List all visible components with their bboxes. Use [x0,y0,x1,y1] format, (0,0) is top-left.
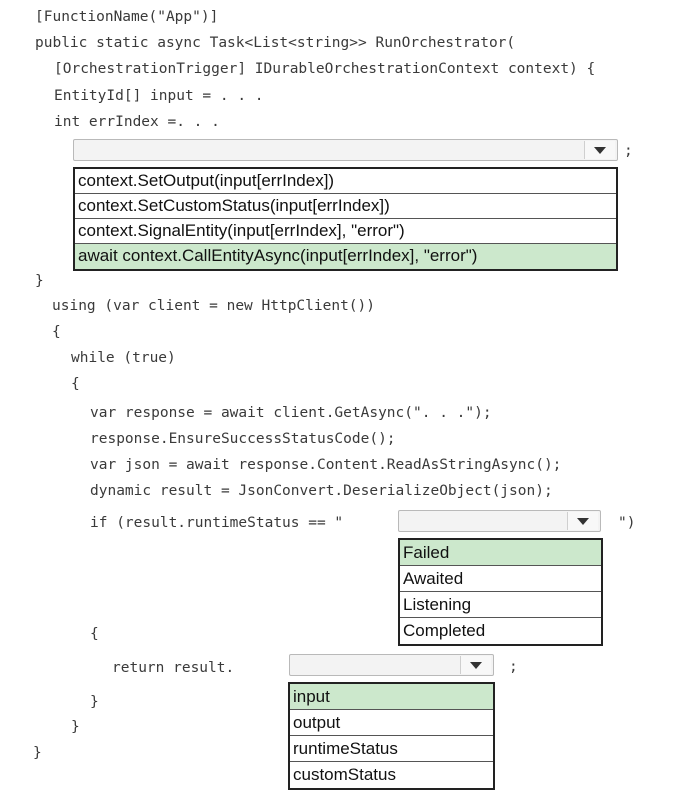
dropdown-toggle[interactable] [567,512,598,530]
code-line: response.EnsureSuccessStatusCode(); [90,431,396,447]
semicolon: ; [624,143,633,159]
code-line: { [90,626,99,642]
code-line: } [71,719,80,735]
statement-options-list: context.SetOutput(input[errIndex]) conte… [73,167,618,271]
dropdown-toggle[interactable] [584,141,615,159]
dropdown-option[interactable]: Listening [400,592,601,618]
code-line: } [33,745,42,761]
chevron-down-icon [577,518,589,525]
code-line: var response = await client.GetAsync(". … [90,405,492,421]
code-line: public static async Task<List<string>> R… [35,35,516,51]
code-line: using (var client = new HttpClient()) [52,298,376,314]
code-line: { [52,324,61,340]
property-options-list: input output runtimeStatus customStatus [288,682,495,790]
code-line: } [35,273,44,289]
code-line: ") [618,515,636,531]
dropdown-option-selected[interactable]: input [290,684,493,710]
code-line: [FunctionName("App")] [35,9,219,25]
code-line: { [71,376,80,392]
dropdown-option[interactable]: Completed [403,621,486,640]
status-options-list: Failed Awaited Listening Completed [398,538,603,646]
code-line: dynamic result = JsonConvert.Deserialize… [90,483,553,499]
code-line: return result. [112,660,235,676]
dropdown-option[interactable]: context.SignalEntity(input[errIndex], "e… [75,219,616,244]
chevron-down-icon [470,662,482,669]
dropdown-option[interactable]: context.SetOutput(input[errIndex]) [75,169,616,194]
dropdown-option-selected[interactable]: Failed [400,540,601,566]
code-line: int errIndex =. . . [54,114,220,130]
semicolon: ; [509,659,518,675]
chevron-down-icon [594,147,606,154]
code-line: while (true) [71,350,176,366]
code-line: var json = await response.Content.ReadAs… [90,457,562,473]
dropdown-option[interactable]: Awaited [400,566,601,592]
dropdown-option[interactable]: runtimeStatus [290,736,493,762]
code-line: } [90,694,99,710]
property-dropdown[interactable] [289,654,494,676]
status-dropdown[interactable] [398,510,601,532]
dropdown-option[interactable]: output [290,710,493,736]
dropdown-option[interactable]: context.SetCustomStatus(input[errIndex]) [75,194,616,219]
dropdown-toggle[interactable] [460,656,491,674]
statement-dropdown[interactable] [73,139,618,161]
code-line: EntityId[] input = . . . [54,88,264,104]
code-line: if (result.runtimeStatus == " [90,515,344,531]
dropdown-option-selected[interactable]: await context.CallEntityAsync(input[errI… [75,244,616,269]
code-line: [OrchestrationTrigger] IDurableOrchestra… [54,61,596,77]
dropdown-option[interactable]: customStatus [293,765,396,784]
